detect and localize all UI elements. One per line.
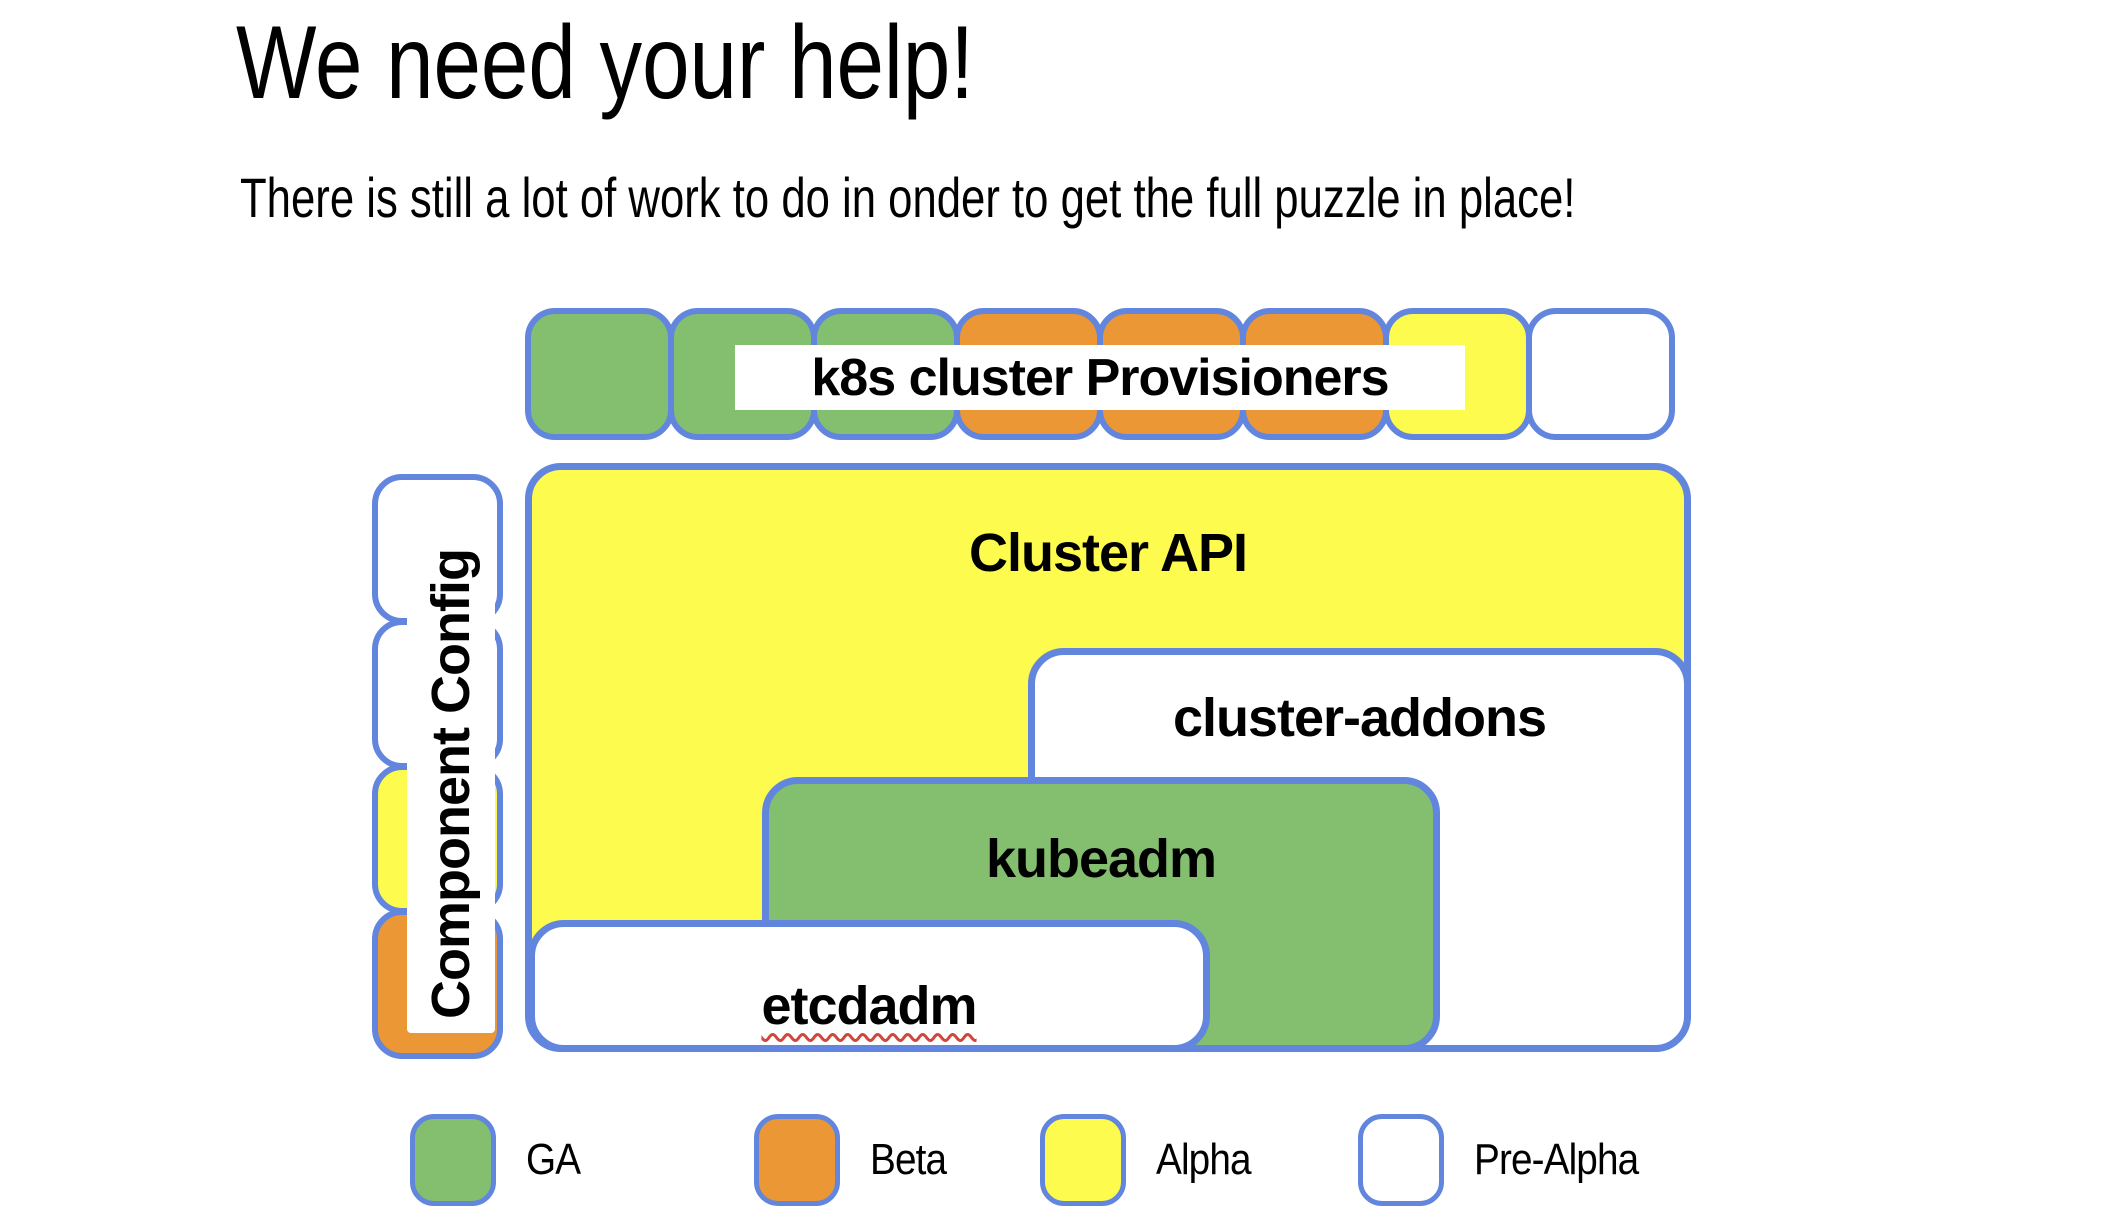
- cluster-addons-label: cluster-addons: [1172, 688, 1547, 748]
- provisioner-square: [1526, 308, 1675, 440]
- legend-swatch: [1358, 1114, 1444, 1206]
- kubeadm-label: kubeadm: [985, 829, 1217, 889]
- legend-item: Alpha: [1040, 1114, 1264, 1206]
- page-subtitle: There is still a lot of work to do in on…: [240, 166, 1576, 229]
- etcdadm-label: etcdadm: [535, 975, 1203, 1037]
- legend-label: GA: [526, 1135, 581, 1184]
- legend: GA Beta Alpha Pre-Alpha: [0, 1114, 2126, 1224]
- provisioners-label: k8s cluster Provisioners: [811, 348, 1389, 407]
- provisioners-label-box: k8s cluster Provisioners: [735, 345, 1465, 410]
- legend-label: Alpha: [1156, 1135, 1252, 1184]
- etcdadm-box: etcdadm: [528, 920, 1210, 1052]
- cluster-api-label: Cluster API: [968, 523, 1248, 583]
- page-title: We need your help!: [236, 5, 974, 121]
- legend-item: Pre-Alpha: [1358, 1114, 1661, 1206]
- legend-item: Beta: [754, 1114, 957, 1206]
- legend-swatch: [1040, 1114, 1126, 1206]
- etcdadm-text: etcdadm: [761, 976, 977, 1036]
- component-config-label-box: Component Config: [407, 535, 495, 1033]
- legend-item: GA: [410, 1114, 588, 1206]
- legend-swatch: [410, 1114, 496, 1206]
- provisioner-square: [525, 308, 674, 440]
- legend-label: Beta: [870, 1135, 947, 1184]
- component-config-label: Component Config: [421, 549, 481, 1019]
- legend-label: Pre-Alpha: [1474, 1135, 1639, 1184]
- legend-swatch: [754, 1114, 840, 1206]
